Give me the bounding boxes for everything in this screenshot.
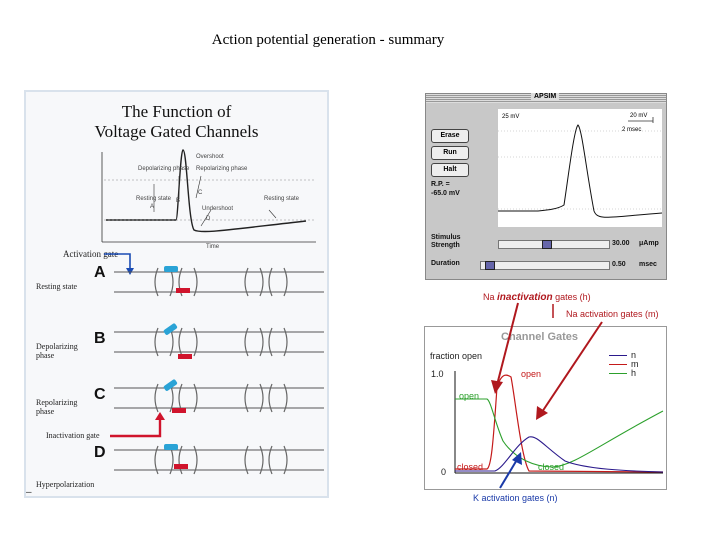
na-activation-gate-2 xyxy=(163,379,178,391)
na-activation-gate-3 xyxy=(164,444,178,450)
duration-slider[interactable] xyxy=(480,261,610,270)
stimulus-label: Stimulus Strength xyxy=(431,234,461,249)
undershoot-label: Undershoot xyxy=(202,206,234,212)
slide-title: Action potential generation - summary xyxy=(211,32,445,48)
channel-k-0 xyxy=(244,267,288,297)
y-top-label: 25 mV xyxy=(502,114,519,120)
trace-letter-c: C xyxy=(198,190,203,196)
apsim-plot: 25 mV 20 mV 2 msec xyxy=(498,109,663,227)
activation-gate-label: Activation gate xyxy=(63,249,119,259)
stimulus-unit: μAmp xyxy=(639,240,659,247)
closed-label-green: closed xyxy=(538,462,565,472)
action-potential-trace xyxy=(101,149,316,243)
section-letter-b: B xyxy=(94,330,106,347)
resting-state-label-b: Resting state xyxy=(264,196,300,202)
stray-dash: – xyxy=(26,487,32,498)
stimulus-value: 30.00 xyxy=(612,240,630,247)
inactivation-gate-label: Inactivation gate xyxy=(46,431,100,440)
figure-heading: The Function of Voltage Gated Channels xyxy=(26,102,327,142)
legend-entry-m: m xyxy=(609,359,659,369)
stimulus-slider[interactable] xyxy=(498,240,610,249)
voltage-gated-channels-figure: The Function of Voltage Gated Channels D… xyxy=(24,90,329,498)
channel-gates-panel: Channel Gates fraction open 1.0 0 open o… xyxy=(424,326,667,490)
duration-slider-thumb[interactable] xyxy=(484,261,495,270)
na-inactivation-gate-3 xyxy=(174,464,188,469)
open-label-green: open xyxy=(459,391,480,401)
section-label-d: Hyperpolarization xyxy=(36,480,95,489)
k-activation-annotation: K activation gates (n) xyxy=(473,493,558,503)
legend-swatch-m xyxy=(609,364,627,365)
duration-label: Duration xyxy=(431,260,460,267)
y-min-label: 0 xyxy=(441,467,447,477)
duration-value: 0.50 xyxy=(612,261,626,268)
channel-k-2 xyxy=(244,383,288,413)
channel-na-2 xyxy=(154,383,198,413)
apsim-window: APSIM Erase Run Halt R.P. = -65.0 mV 25 … xyxy=(425,93,667,280)
channel-rows xyxy=(114,266,324,475)
fraction-open-label: fraction open xyxy=(430,351,483,361)
legend-entry-h: h xyxy=(609,368,659,378)
duration-unit: msec xyxy=(639,261,657,268)
time-scale-label: 2 msec xyxy=(622,127,641,133)
na-inactivation-gate-2 xyxy=(172,408,186,413)
channel-na-1 xyxy=(154,327,198,357)
resting-state-label-a: Resting state xyxy=(136,196,172,202)
na-activation-annotation: Na activation gates (m) xyxy=(566,309,659,319)
figure-background: The Function of Voltage Gated Channels D… xyxy=(26,92,327,496)
erase-button[interactable]: Erase xyxy=(431,129,469,143)
legend-label-n: n xyxy=(631,350,637,360)
section-label-b: Depolarizing phase xyxy=(36,342,78,360)
depolarizing-phase-label: Depolarizing phase xyxy=(138,166,190,172)
na-inactivation-gate-1 xyxy=(178,354,192,359)
y-max-label: 1.0 xyxy=(431,369,444,379)
na-activation-gate-1 xyxy=(163,323,178,335)
channel-k-1 xyxy=(244,327,288,357)
legend-swatch-h xyxy=(609,373,627,374)
closed-label-red: closed xyxy=(457,462,484,472)
time-axis-label: Time xyxy=(206,244,220,250)
apsim-titlebar[interactable]: APSIM xyxy=(426,93,666,103)
legend-entry-n: n xyxy=(609,350,659,360)
section-letter-c: C xyxy=(94,386,106,403)
na-activation-gate-0 xyxy=(164,266,178,272)
section-label-c: Repolarizing phase xyxy=(36,398,78,416)
rp-label: R.P. = xyxy=(431,181,450,188)
legend-label-m: m xyxy=(631,359,639,369)
section-letter-d: D xyxy=(94,444,106,461)
overshoot-label: Overshoot xyxy=(196,154,224,160)
figure-heading-line2: Voltage Gated Channels xyxy=(94,122,259,141)
na-inactivation-suffix: gates (h) xyxy=(552,292,591,302)
stimulus-slider-thumb[interactable] xyxy=(541,240,552,249)
section-label-a: Resting state xyxy=(36,282,78,291)
channel-na-3 xyxy=(154,445,198,475)
na-inactivation-annotation: Na inactivation gates (h) xyxy=(483,292,591,303)
na-inactivation-gate-0 xyxy=(176,288,190,293)
trace-letter-a: A xyxy=(150,204,155,210)
membrane-potential-trace: 25 mV 20 mV 2 msec xyxy=(498,113,663,218)
trace-letter-d: D xyxy=(206,216,211,222)
trace-letter-b: B xyxy=(176,198,181,204)
channel-k-3 xyxy=(244,445,288,475)
open-label-red: open xyxy=(521,369,542,379)
na-inactivation-prefix: Na xyxy=(483,292,498,302)
na-inactivation-word: inactivation xyxy=(497,292,553,303)
y-top-right-label: 20 mV xyxy=(630,113,647,119)
repolarizing-phase-label: Repolarizing phase xyxy=(196,166,248,172)
halt-button[interactable]: Halt xyxy=(431,163,469,177)
apsim-window-title: APSIM xyxy=(531,93,560,100)
section-letter-a: A xyxy=(94,264,106,281)
run-button[interactable]: Run xyxy=(431,146,469,160)
legend-label-h: h xyxy=(631,368,637,378)
rp-value: -65.0 mV xyxy=(431,190,460,197)
legend-swatch-n xyxy=(609,355,627,356)
figure-heading-line1: The Function of xyxy=(121,102,232,121)
channel-na-0 xyxy=(154,267,198,297)
